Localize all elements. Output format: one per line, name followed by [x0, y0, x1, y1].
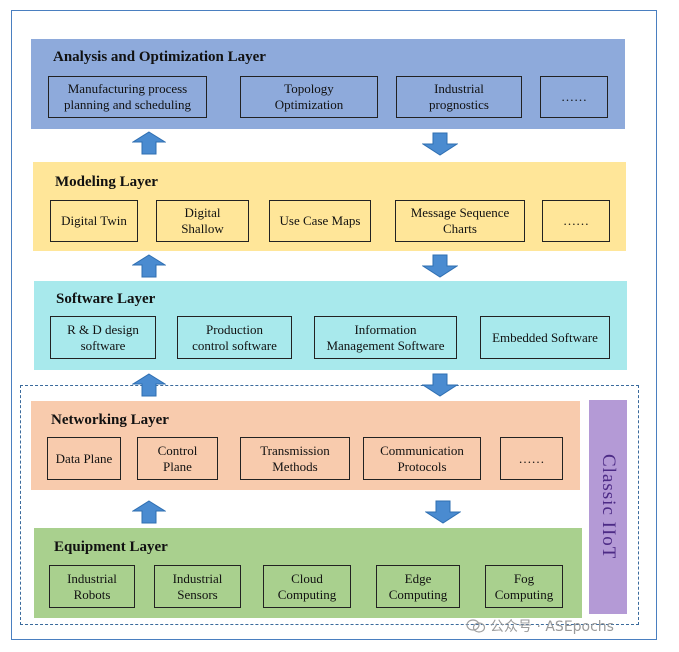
arrow-down-software-to-networking-icon: [422, 373, 458, 397]
box-embedded-software: Embedded Software: [480, 316, 610, 359]
watermark: 公众号 · ASEpochs: [466, 616, 614, 636]
arrow-down-modeling-to-software-icon: [422, 254, 458, 278]
software-layer-title: Software Layer: [56, 291, 156, 307]
diagram-frame: [11, 10, 657, 640]
box-analysis-more: ……: [540, 76, 608, 118]
analysis-layer: Analysis and Optimization Layer Manufact…: [31, 39, 625, 129]
box-networking-more: ……: [500, 437, 563, 480]
analysis-layer-title: Analysis and Optimization Layer: [53, 49, 266, 65]
box-use-case-maps: Use Case Maps: [269, 200, 371, 242]
arrow-up-modeling-to-analysis-icon: [132, 131, 166, 155]
arrow-up-networking-to-software-icon: [132, 373, 166, 397]
arrow-down-networking-to-equipment-icon: [425, 500, 461, 524]
wechat-icon: [466, 619, 486, 633]
box-digital-twin: Digital Twin: [50, 200, 138, 242]
arrow-up-software-to-modeling-icon: [132, 254, 166, 278]
equipment-layer-title: Equipment Layer: [54, 539, 168, 555]
arrow-down-analysis-to-modeling-icon: [422, 132, 458, 156]
classic-iiot-region: [20, 385, 639, 625]
box-modeling-more: ……: [542, 200, 610, 242]
arrow-up-equipment-to-networking-icon: [132, 500, 166, 524]
box-data-plane: Data Plane: [47, 437, 121, 480]
networking-layer-title: Networking Layer: [51, 412, 169, 428]
classic-iiot-label-box: Classic IIoT: [589, 400, 627, 614]
modeling-layer-title: Modeling Layer: [55, 174, 158, 190]
classic-iiot-label: Classic IIoT: [598, 454, 619, 560]
watermark-text: 公众号 · ASEpochs: [490, 619, 614, 635]
